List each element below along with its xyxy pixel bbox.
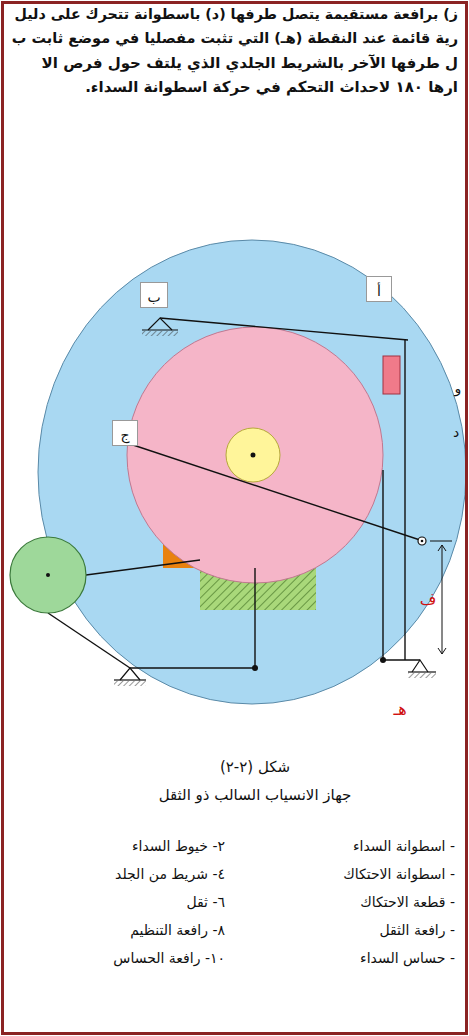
vertical-rod xyxy=(382,470,383,660)
pivot-hatch xyxy=(114,681,146,686)
point-letter: ب xyxy=(147,289,160,306)
legend-item: ١٠- رافعة الحساس xyxy=(113,950,225,967)
rod-link xyxy=(383,659,420,660)
shaft-center xyxy=(251,453,256,458)
legend-item: ٢- خيوط السداء xyxy=(132,838,225,855)
legend-item: ٤- شريط من الجلد xyxy=(115,866,225,883)
body-text: رية قائمة عند النقطة (هـ) التي تثبت مفصل… xyxy=(12,30,458,47)
pivot-symbol xyxy=(148,318,172,330)
body-text: ارها ١٨٠ لاحداث التحكم في حركة اسطوانة ا… xyxy=(85,78,458,96)
pivot-hatch xyxy=(142,331,178,336)
pivot-base xyxy=(408,671,436,672)
regulating-lever xyxy=(160,318,408,340)
legend-item: - اسطوانة السداء xyxy=(353,838,455,855)
figure-number: شكل (٢-٢) xyxy=(220,758,290,776)
dimension-arrow xyxy=(438,648,446,654)
warp-beam xyxy=(38,240,466,704)
joint-dot xyxy=(380,657,386,663)
body-text: ل طرفها الآخر بالشريط الجلدي الذي يلتف ح… xyxy=(42,54,458,72)
weight-center xyxy=(46,573,50,577)
point-label: ف xyxy=(420,590,437,609)
pivot-symbol xyxy=(120,668,140,680)
shaft xyxy=(226,428,280,482)
joint-dot xyxy=(252,665,258,671)
weight-rod xyxy=(254,568,255,668)
legend-item: ٦- ثقل xyxy=(186,894,225,911)
legend-item: ٨- رافعة التنظيم xyxy=(130,922,225,939)
legend-item: - حساس السداء xyxy=(360,950,455,967)
sensor-lever xyxy=(118,440,420,540)
dimension-arrow xyxy=(438,545,446,551)
weight-lever xyxy=(48,613,130,668)
vertical-rod xyxy=(404,340,405,660)
pivot-ring xyxy=(418,537,426,545)
point-letter: أ xyxy=(377,283,381,300)
legend-item: - رافعة الثقل xyxy=(379,922,455,939)
point-label: و xyxy=(455,380,462,397)
figure-caption: جهاز الانسياب السالب ذو الثقل xyxy=(159,786,352,804)
pivot-ring-center xyxy=(421,540,424,543)
pivot-base xyxy=(114,679,146,680)
legend-item: - اسطوانة الاحتكاك xyxy=(343,866,455,883)
dimension-extension xyxy=(430,541,452,542)
dimension-line xyxy=(442,545,443,654)
legend-item: - قطعة الاحتكاك xyxy=(360,894,455,911)
weight-lever xyxy=(130,667,255,668)
pivot-base xyxy=(142,329,178,330)
point-letter: ج xyxy=(120,427,129,444)
body-text: ز) برافعة مستقيمة يتصل طرفها (د) باسطوان… xyxy=(15,6,458,23)
warp-sensor xyxy=(383,356,400,394)
pivot-hatch xyxy=(408,673,436,678)
letter-box: أ xyxy=(366,276,392,302)
point-label: د xyxy=(453,424,459,441)
letter-box: ج xyxy=(112,420,138,446)
point-label: هـ xyxy=(393,700,406,719)
letter-box: ب xyxy=(140,282,168,308)
pivot-symbol xyxy=(412,660,428,672)
weight xyxy=(10,537,86,613)
leather-strap xyxy=(86,560,200,575)
